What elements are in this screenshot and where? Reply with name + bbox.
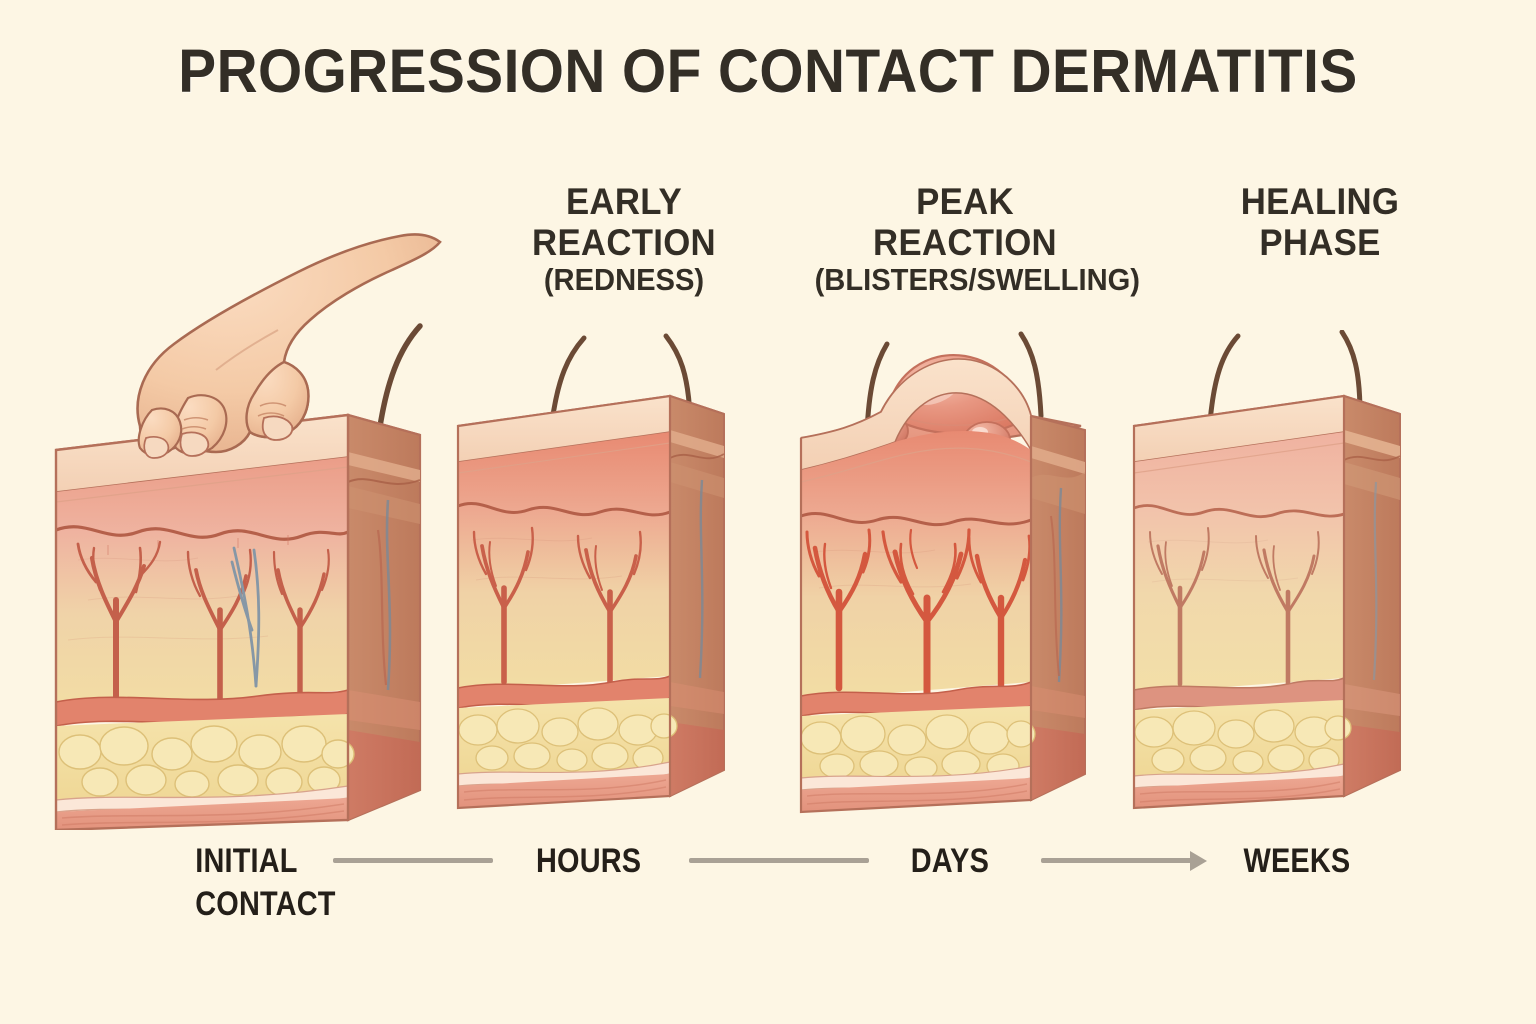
vessel-tree-left — [805, 528, 872, 692]
heading-line2: REACTION — [532, 221, 716, 263]
timeline-label-initial-contact: INITIAL CONTACT — [195, 840, 391, 925]
skin-block-outline — [799, 416, 1033, 814]
dermo-epidermal-junction — [457, 502, 671, 517]
vessel-tree-mid — [881, 528, 971, 698]
timeline-connector-3 — [1041, 858, 1193, 863]
timeline-label-line2: CONTACT — [195, 884, 336, 923]
timeline-label-hours: HOURS — [536, 840, 672, 883]
dermo-epidermal-junction — [800, 512, 1032, 527]
hair-shaft — [1207, 333, 1241, 425]
vessel-tree-right — [1255, 531, 1320, 689]
fingernail — [261, 415, 294, 441]
fingernail — [143, 435, 170, 459]
heading-line1: EARLY — [565, 181, 683, 222]
fingernail — [179, 431, 210, 457]
fat-cells — [800, 714, 1036, 780]
layer-dermis — [458, 432, 670, 692]
layer-muscle — [801, 778, 1031, 812]
heading-line2: PHASE — [1259, 221, 1381, 263]
skin-block-initial-contact — [48, 130, 468, 830]
skin-block-peak-reaction — [795, 330, 1125, 830]
stage-heading-early-reaction: EARLY REACTION (REDNESS) — [483, 181, 765, 298]
nerve-bundle — [230, 546, 261, 688]
stage-heading-healing-phase: HEALING PHASE — [1179, 181, 1461, 263]
heading-sub: (REDNESS) — [543, 262, 705, 298]
fat-cells — [58, 725, 355, 798]
heading-line2: REACTION — [873, 221, 1057, 263]
heading-line1: HEALING — [1240, 181, 1400, 222]
timeline-label-line1: INITIAL — [195, 842, 298, 880]
timeline-label-line1: DAYS — [910, 842, 990, 880]
skin-block-outline — [456, 394, 672, 810]
heading-sub: (BLISTERS/SWELLING) — [814, 262, 1140, 298]
dermo-epidermal-junction — [1133, 504, 1345, 519]
timeline-label-days: DAYS — [911, 840, 1022, 883]
stage-heading-peak-reaction: PEAK REACTION (BLISTERS/SWELLING) — [814, 181, 1140, 298]
timeline-connector-2 — [689, 858, 869, 863]
vessel-tree-left — [472, 526, 534, 685]
hand-illustration — [136, 233, 442, 459]
timeline-label-weeks: WEEKS — [1244, 840, 1397, 883]
timeline-arrowhead-icon — [1190, 851, 1207, 871]
heading-line1: PEAK — [916, 181, 1014, 222]
hair-shaft — [375, 323, 423, 443]
timeline-label-line1: HOURS — [536, 842, 642, 880]
skin-block-early-reaction — [452, 330, 752, 830]
vessel-tree-mid — [186, 548, 252, 703]
vessel-tree-left — [1149, 527, 1210, 687]
skin-block-outline — [1132, 394, 1346, 810]
dermo-epidermal-junction — [55, 525, 349, 541]
skin-block-healing-phase — [1128, 330, 1438, 830]
vessel-tree-left — [76, 540, 162, 701]
vessel-tree-right — [967, 534, 1032, 694]
hair-shaft — [549, 335, 587, 425]
vessel-tree-right — [576, 530, 642, 687]
timeline-label-line1: WEEKS — [1243, 842, 1351, 880]
vessel-tree-right — [272, 548, 330, 699]
page-title: PROGRESSION OF CONTACT DERMATITIS — [178, 37, 1358, 105]
layer-dermis — [56, 457, 348, 710]
layer-dermis — [1134, 432, 1344, 694]
fat-cells — [458, 707, 678, 772]
layer-muscle — [458, 774, 670, 808]
hair-shaft — [1018, 331, 1044, 419]
timeline-connector-1 — [333, 858, 493, 863]
